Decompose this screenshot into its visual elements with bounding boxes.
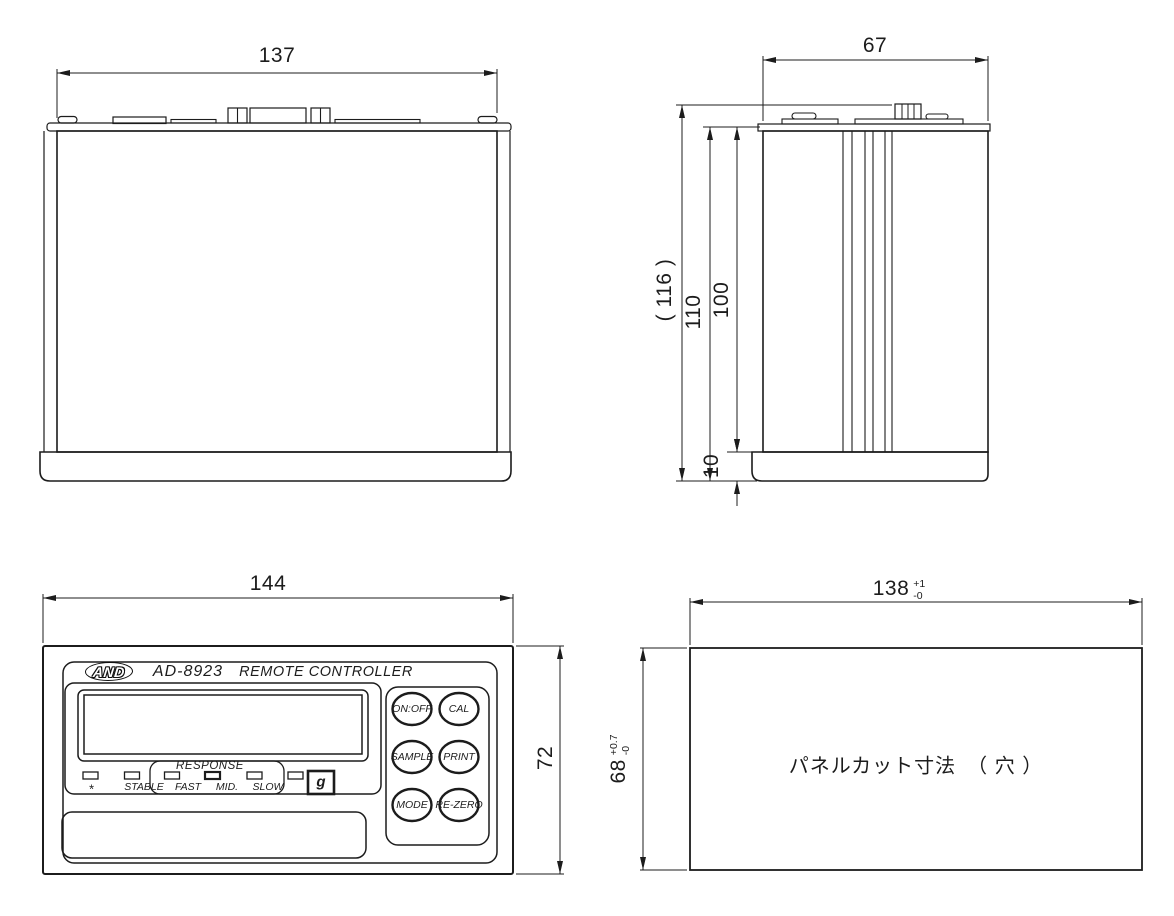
led-slow xyxy=(246,771,263,780)
front-bezel xyxy=(42,645,514,875)
dim-text-138: 138 +1 -0 xyxy=(872,576,926,602)
response-group-outline xyxy=(149,760,285,795)
dim-138-tolerance: +1 -0 xyxy=(913,577,926,602)
indicator-label-asterisk: * xyxy=(88,781,94,797)
button-label-on-off: ON:OFF xyxy=(392,703,432,715)
unit-g-label: g xyxy=(316,773,326,791)
button-mode xyxy=(391,787,433,823)
dim-text-116: ( 116 ) xyxy=(653,258,676,322)
led-unit xyxy=(287,771,304,780)
rear-feature-block xyxy=(112,116,167,125)
indicator-label-stable: STABLE xyxy=(124,781,164,793)
rear-base xyxy=(39,451,512,482)
button-sample xyxy=(391,739,433,775)
rear-strip-b xyxy=(334,118,421,124)
button-on-off xyxy=(391,691,433,727)
dim-text-110: 110 xyxy=(682,294,705,330)
front-panel-face xyxy=(62,661,498,864)
lcd-window xyxy=(83,694,363,755)
dim-text-67: 67 xyxy=(862,34,888,57)
button-cal xyxy=(438,691,480,727)
response-label: RESPONSE xyxy=(176,760,244,772)
side-view-dimensions xyxy=(676,56,989,506)
button-label-cal: CAL xyxy=(448,703,470,715)
side-view-outline xyxy=(751,103,991,482)
dim-text-72: 72 xyxy=(534,745,557,771)
indicator-label-slow: SLOW xyxy=(252,781,284,793)
dim-text-100: 100 xyxy=(710,281,733,319)
button-label-sample: SAMPLE xyxy=(390,751,434,763)
led-mid xyxy=(203,770,222,781)
side-base xyxy=(751,451,989,482)
rear-view-dimensions xyxy=(56,69,498,118)
unit-g-box xyxy=(306,769,336,796)
dim-138-value: 138 xyxy=(872,576,910,600)
panel-cut-outline xyxy=(689,647,1143,871)
button-print xyxy=(438,739,480,775)
rear-screw-bump-left xyxy=(57,115,78,124)
side-plate-rear xyxy=(854,118,964,125)
indicator-label-fast: FAST xyxy=(174,781,202,793)
button-label-mode: MODE xyxy=(396,799,428,811)
dim-68-tolerance: +0.7 -0 xyxy=(607,734,632,756)
button-label-print: PRINT xyxy=(443,751,475,763)
rear-strip-a xyxy=(170,118,217,124)
rear-body xyxy=(56,130,498,453)
panel-cut-caption: パネルカット寸法 （ 穴 ） xyxy=(788,755,1044,778)
led-stable xyxy=(123,771,141,780)
side-top-plate xyxy=(757,123,991,132)
side-groove-lines xyxy=(842,131,893,452)
side-bump-rear xyxy=(925,113,949,120)
panel-cut-dimensions xyxy=(640,598,1143,871)
dim-text-10: 10 xyxy=(700,453,723,479)
side-body xyxy=(762,130,989,453)
rear-top-plate xyxy=(46,122,512,132)
button-re-zero xyxy=(438,787,480,823)
bottom-slot xyxy=(61,811,367,859)
led-fast xyxy=(163,771,181,780)
indicator-label-mid: MID. xyxy=(215,781,239,793)
led-asterisk xyxy=(82,771,99,780)
dim-68-value: 68 xyxy=(606,759,630,784)
front-view-outline xyxy=(42,645,514,875)
model-label: AD-8923 xyxy=(152,663,224,680)
dim-text-144: 144 xyxy=(249,572,287,595)
rear-view-outline xyxy=(39,107,512,482)
button-label-re-zero: RE-ZERO xyxy=(435,799,483,811)
dsub-connector-body xyxy=(249,107,307,124)
product-name-label: REMOTE CONTROLLER xyxy=(239,664,413,680)
dim-text-137: 137 xyxy=(258,44,296,67)
led-indicators xyxy=(82,770,304,781)
dim-text-68: 68 +0.7 -0 xyxy=(606,734,632,784)
rear-screw-bump-right xyxy=(477,115,498,124)
key-buttons xyxy=(391,691,480,823)
side-plate-front xyxy=(781,118,839,125)
keypad-block xyxy=(385,686,490,846)
front-view-dimensions xyxy=(42,594,564,875)
panel-cut-rect xyxy=(689,647,1143,871)
display-bezel xyxy=(77,689,369,762)
side-bump-front xyxy=(791,112,817,120)
